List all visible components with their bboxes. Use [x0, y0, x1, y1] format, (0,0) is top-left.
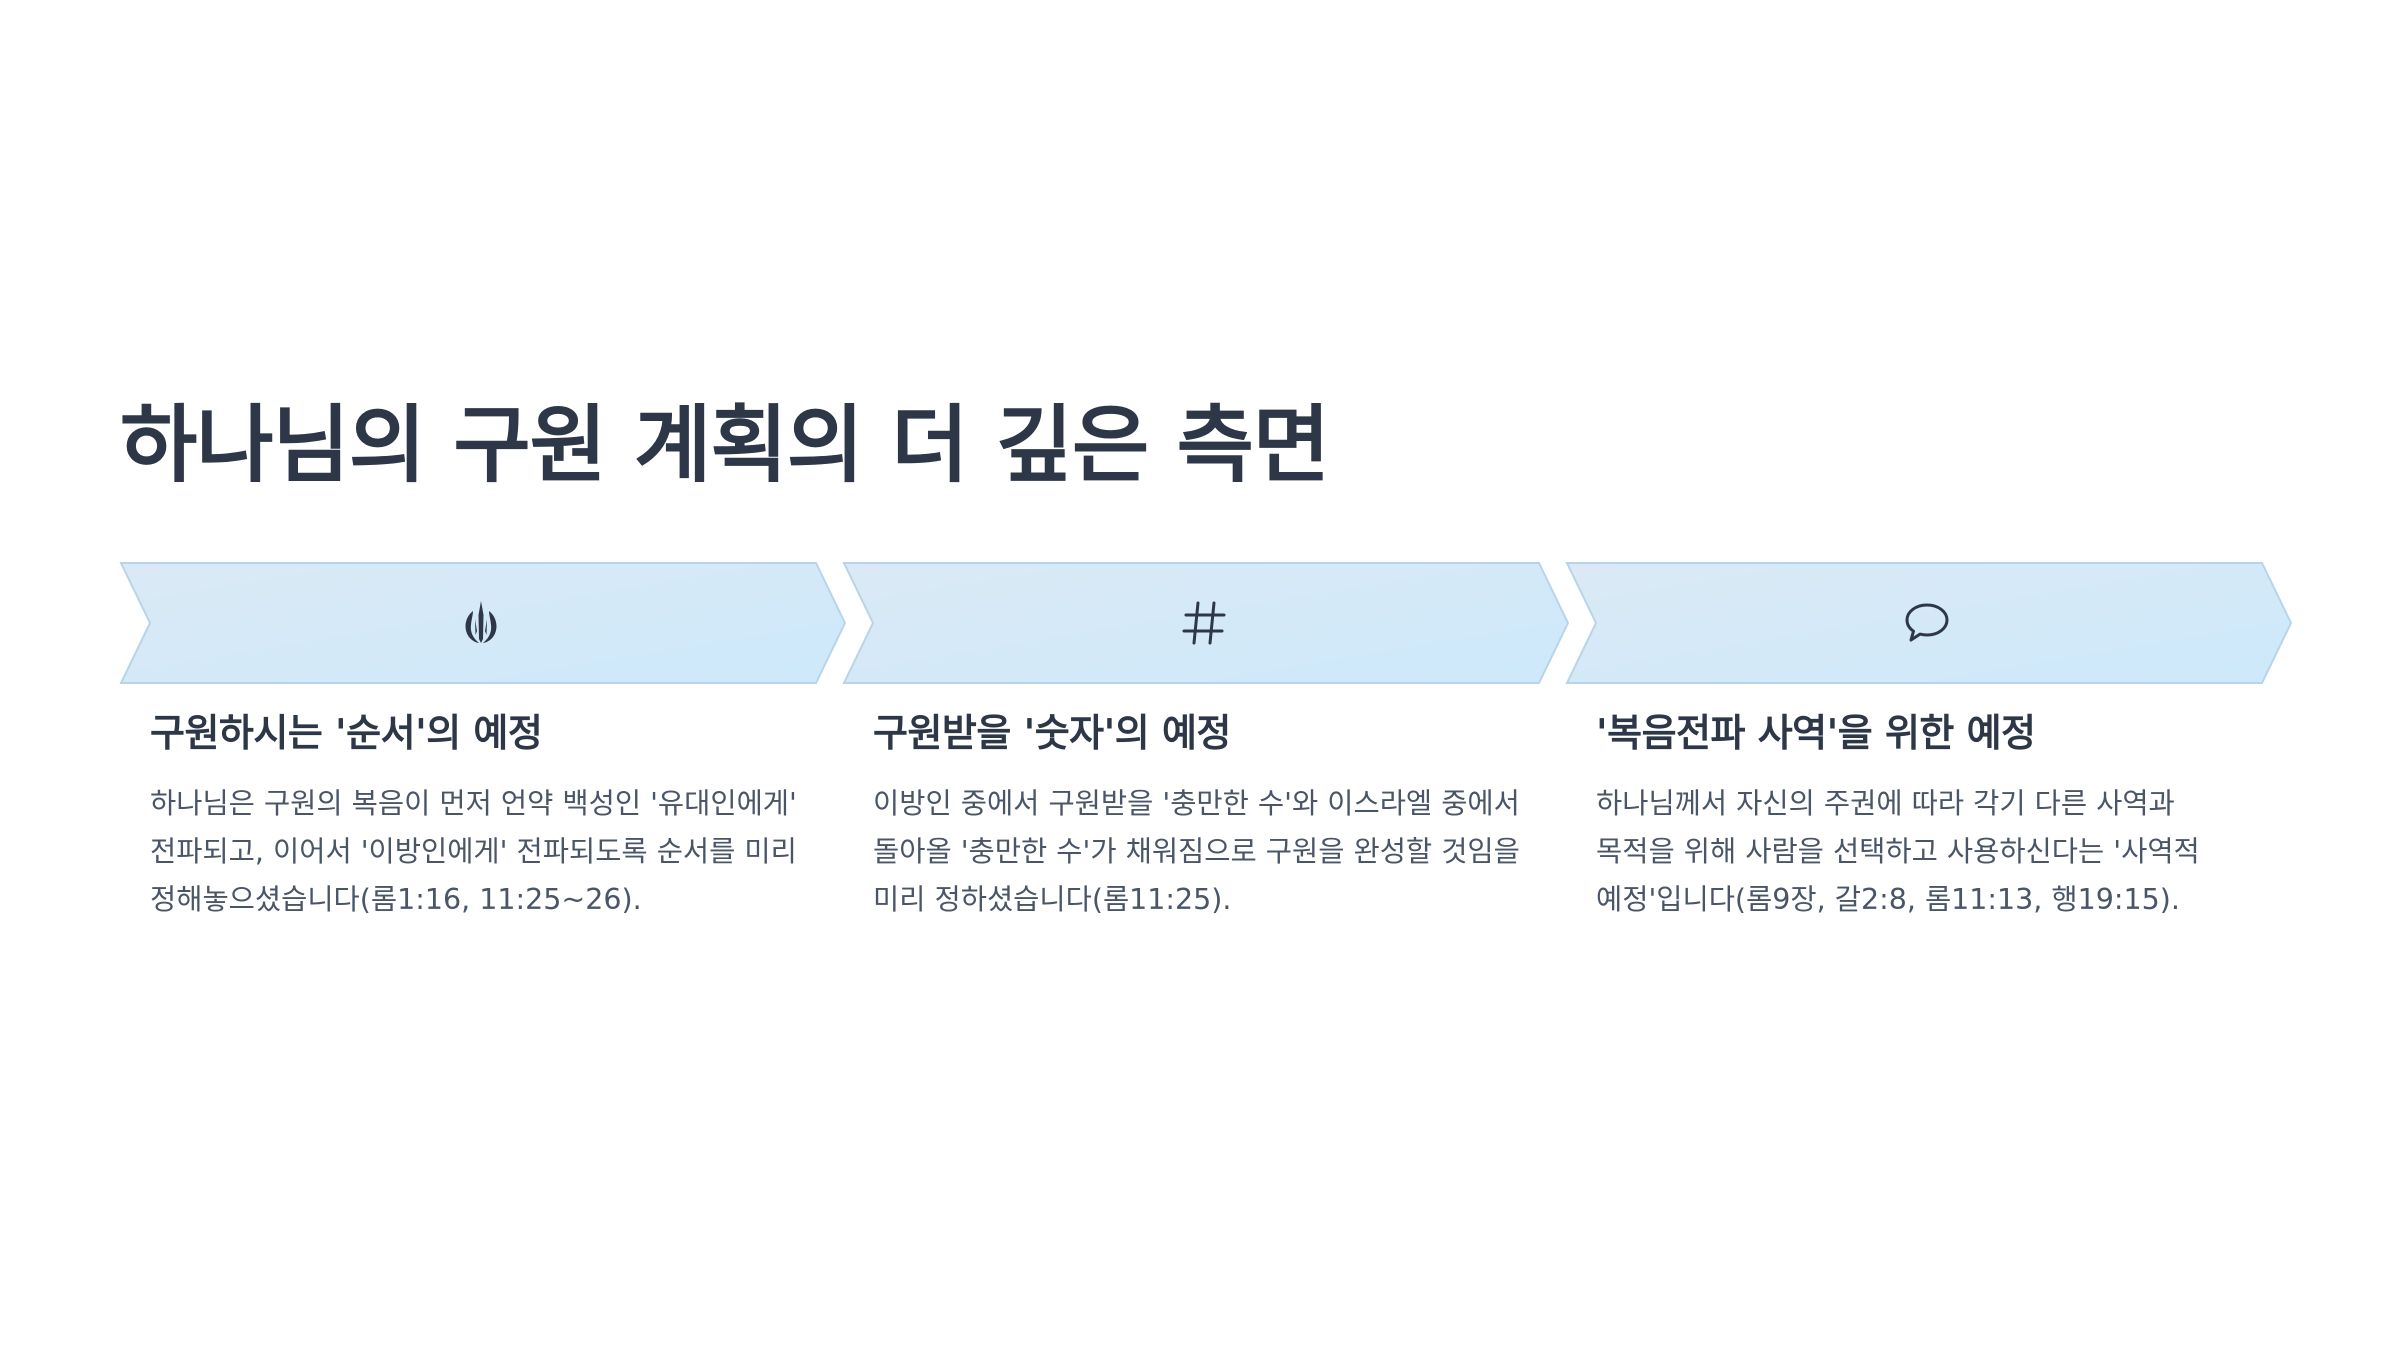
step-3: '복음전파 사역'을 위한 예정 하나님께서 자신의 주권에 따라 각기 다른 … [1565, 562, 2293, 942]
step-3-title: '복음전파 사역'을 위한 예정 [1596, 711, 2036, 755]
step-2-chevron [842, 562, 1570, 684]
step-1-description: 하나님은 구원의 복음이 먼저 언약 백성인 '유대인에게' 전파되고, 이어서… [150, 787, 797, 916]
page-title: 하나님의 구원 계획의 더 깊은 측면 [120, 396, 1330, 494]
step-2-title: 구원받을 '숫자'의 예정 [873, 711, 1231, 755]
step-1: 구원하시는 '순서'의 예정 하나님은 구원의 복음이 먼저 언약 백성인 '유… [119, 562, 847, 942]
speech-bubble-icon [1901, 597, 1953, 649]
process-steps: 구원하시는 '순서'의 예정 하나님은 구원의 복음이 먼저 언약 백성인 '유… [119, 562, 2293, 942]
step-2: 구원받을 '숫자'의 예정 이방인 중에서 구원받을 '충만한 수'와 이스라엘… [842, 562, 1570, 942]
jedi-order-icon [455, 597, 507, 649]
step-1-title: 구원하시는 '순서'의 예정 [150, 711, 543, 755]
step-3-description: 하나님께서 자신의 주권에 따라 각기 다른 사역과 목적을 위해 사람을 선택… [1596, 787, 2200, 916]
hashtag-icon [1178, 597, 1230, 649]
step-3-chevron [1565, 562, 2293, 684]
chevron-shape [1565, 562, 2293, 684]
chevron-shape [842, 562, 1570, 684]
step-1-chevron [119, 562, 847, 684]
step-2-description: 이방인 중에서 구원받을 '충만한 수'와 이스라엘 중에서 돌아올 '충만한 … [873, 787, 1520, 916]
